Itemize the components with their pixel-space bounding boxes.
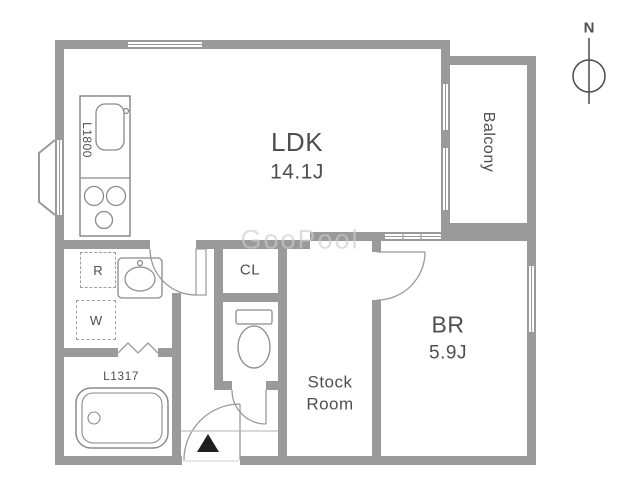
window-balcony-lower (441, 148, 450, 210)
wall-under-ldk-east (196, 240, 310, 249)
wall-outer-top (55, 40, 450, 49)
window-top (128, 40, 202, 49)
refrigerator-space: R (80, 252, 116, 288)
stockroom-label-line2: Room (306, 394, 354, 414)
wall-bedroom-left-b (372, 300, 381, 456)
balcony-label: Balcony (480, 111, 497, 173)
wall-under-ldk-west (64, 240, 150, 249)
toilet-bowl (237, 325, 271, 369)
hall-door-arc (149, 248, 197, 296)
bathtub-inner (81, 392, 163, 444)
window-bedroom (527, 266, 536, 332)
toilet-door-arc (231, 389, 267, 425)
wall-toilet-bottom-a (223, 381, 232, 390)
bedroom-door-arc (376, 251, 426, 301)
bath-folding-door (117, 342, 159, 354)
wall-ldk-balcony-a (441, 49, 450, 84)
wall-outer-bottom-right (240, 456, 536, 465)
kitchen-counter-size-label: L1800 (80, 122, 94, 158)
wall-ldk-balcony-b (441, 130, 450, 148)
compass-circle (572, 59, 606, 93)
wall-bath-top-b (158, 348, 181, 357)
wall-outer-left-upper (55, 40, 64, 140)
toilet-tank (235, 309, 273, 325)
kitchen-counter (79, 95, 131, 237)
entrance-door-arc (183, 403, 241, 461)
entrance-marker-icon (197, 434, 219, 452)
wall-outer-right-upper (527, 232, 536, 266)
wall-balcony-right (527, 56, 536, 232)
washbasin-bowl (124, 266, 156, 292)
wall-outer-bottom-left (55, 456, 182, 465)
bathtub-drain-icon (87, 411, 101, 425)
stockroom-label-line1: Stock (307, 372, 353, 392)
ldk-room-label: LDK (270, 127, 324, 157)
bathtub-size-label: L1317 (103, 369, 139, 383)
wall-outer-left-lower (55, 215, 64, 465)
kitchen-faucet-icon (122, 107, 130, 115)
wall-closet-bottom (223, 293, 278, 302)
window-bay (55, 140, 64, 215)
stove-burner-icon (94, 210, 114, 230)
window-balcony-upper (441, 84, 450, 130)
watermark-text: GooPool (240, 224, 360, 255)
bay-window-outline (38, 139, 56, 216)
washbasin-cabinet (117, 257, 163, 299)
stove-burner-icon (105, 185, 127, 207)
wall-bedroom-top-right (441, 232, 536, 241)
wall-bedroom-left-a (372, 241, 381, 252)
stove-burner-icon (83, 185, 105, 207)
wall-bedroom-top-left (310, 232, 385, 241)
wall-outer-right-lower (527, 332, 536, 465)
wall-bath-top-a (64, 348, 118, 357)
wall-balcony-bottom (441, 223, 536, 232)
washer-space: W (76, 300, 116, 340)
bedroom-size-label: 5.9J (429, 342, 467, 364)
compass-north-label: N (583, 19, 595, 37)
closet-label: CL (239, 261, 261, 279)
bedroom-room-label: BR (431, 311, 465, 338)
wall-stockroom-left (278, 240, 287, 456)
wall-bath-right (172, 293, 181, 456)
wall-ldk-balcony-c (441, 210, 450, 223)
wall-balcony-top (450, 56, 536, 65)
sliding-door-ldk-bedroom (385, 232, 441, 241)
kitchen-sink (95, 103, 125, 151)
ldk-size-label: 14.1J (270, 160, 324, 184)
wall-toilet-left (214, 240, 223, 390)
bathtub (75, 387, 169, 449)
washer-label: W (89, 312, 103, 328)
washbasin-faucet-icon (136, 259, 144, 267)
refrigerator-label: R (93, 262, 103, 278)
hall-door-leaf (195, 248, 207, 296)
wall-toilet-bottom-b (266, 381, 287, 390)
